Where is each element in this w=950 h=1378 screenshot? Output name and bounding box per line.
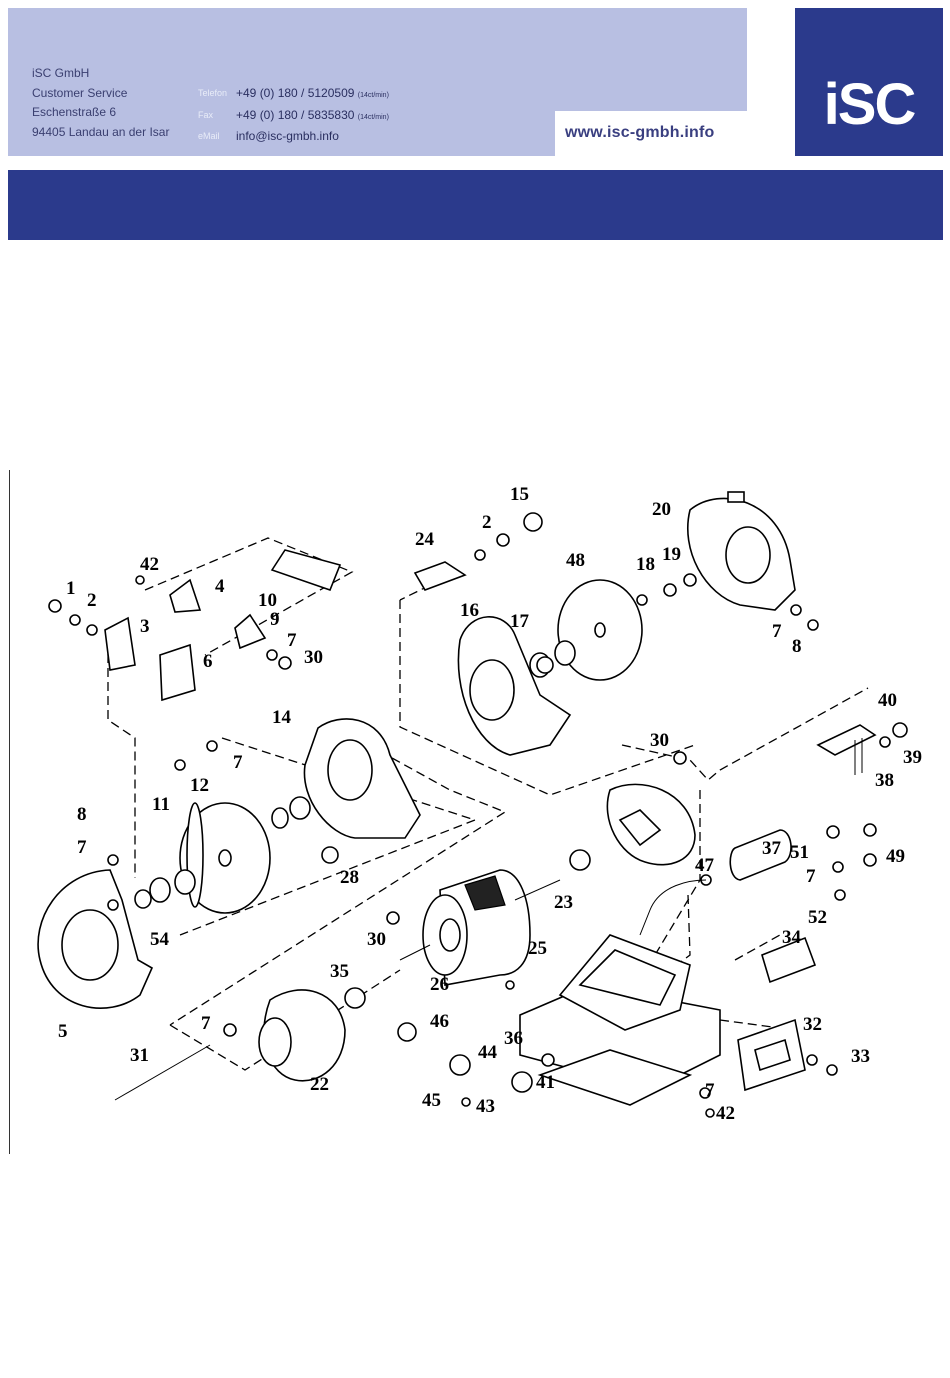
shaft bbox=[114, 1044, 211, 1101]
part-label: 8 bbox=[792, 636, 802, 657]
part-label: 10 bbox=[258, 590, 277, 611]
part-label: 39 bbox=[903, 747, 922, 768]
part-label: 7 bbox=[201, 1013, 211, 1034]
grinding-wheel-right bbox=[529, 579, 643, 681]
part-label: 35 bbox=[330, 961, 349, 982]
fax-number: +49 (0) 180 / 5835830 (14ct/min) bbox=[236, 107, 389, 122]
part-label: 19 bbox=[662, 544, 681, 565]
part-label: 3 bbox=[140, 616, 150, 637]
motor-end-cover-left bbox=[258, 989, 346, 1082]
part-label: 22 bbox=[310, 1074, 329, 1095]
part-label: 14 bbox=[272, 707, 292, 728]
part-label: 51 bbox=[790, 842, 809, 863]
part-label: 42 bbox=[140, 554, 159, 575]
page-rule bbox=[9, 470, 10, 1154]
part-label: 7 bbox=[806, 866, 816, 887]
part-label: 34 bbox=[782, 927, 802, 948]
motor-end-cover-right bbox=[606, 783, 696, 866]
part-label: 2 bbox=[87, 590, 97, 611]
motor-housing bbox=[399, 869, 561, 986]
email-link[interactable]: info@isc-gmbh.info bbox=[236, 129, 339, 143]
isc-logo: iSC bbox=[795, 8, 943, 156]
part-label: 54 bbox=[150, 929, 170, 950]
address-line: iSC GmbH bbox=[32, 66, 90, 80]
part-label: 47 bbox=[695, 855, 715, 876]
part-label: 49 bbox=[886, 846, 905, 867]
part-label: 37 bbox=[762, 838, 782, 859]
contact-label: eMail bbox=[198, 131, 220, 141]
part-label: 17 bbox=[510, 611, 530, 632]
part-label: 38 bbox=[875, 770, 894, 791]
part-label: 7 bbox=[705, 1080, 715, 1101]
part-label: 26 bbox=[430, 974, 449, 995]
logo-text: iSC bbox=[823, 72, 917, 137]
contact-label: Telefon bbox=[198, 88, 228, 98]
header-box: iSC GmbH Customer Service Eschenstraße 6… bbox=[8, 8, 747, 156]
part-label: 5 bbox=[58, 1021, 68, 1042]
part-label: 12 bbox=[190, 775, 209, 796]
part-label: 23 bbox=[554, 892, 573, 913]
part-label: 7 bbox=[772, 621, 782, 642]
part-label: 25 bbox=[528, 938, 547, 959]
part-label: 4 bbox=[215, 576, 225, 597]
part-label: 6 bbox=[203, 651, 213, 672]
switch bbox=[761, 936, 817, 984]
part-label: 1 bbox=[66, 578, 76, 599]
website-box: www.isc-gmbh.info bbox=[555, 111, 747, 156]
part-label: 46 bbox=[430, 1011, 449, 1032]
spark-guards bbox=[104, 549, 467, 702]
part-label: 30 bbox=[367, 929, 386, 950]
part-label: 41 bbox=[536, 1072, 555, 1093]
wheel-cover-left bbox=[271, 718, 421, 839]
part-label: 18 bbox=[636, 554, 655, 575]
title-band bbox=[8, 170, 943, 240]
base-plate bbox=[519, 934, 721, 1106]
part-label: 31 bbox=[130, 1045, 149, 1066]
wheel-guard-left bbox=[37, 869, 154, 1009]
phone-number[interactable]: +49 (0) 180 / 5120509 (14ct/min) bbox=[236, 86, 389, 100]
part-label: 8 bbox=[77, 804, 87, 825]
part-label: 30 bbox=[650, 730, 669, 751]
part-label: 16 bbox=[460, 600, 479, 621]
part-label: 9 bbox=[270, 609, 280, 630]
part-label: 40 bbox=[878, 690, 897, 711]
website-link[interactable]: www.isc-gmbh.info bbox=[565, 124, 715, 141]
contact-block: Telefon +49 (0) 180 / 5120509 (14ct/min)… bbox=[198, 84, 389, 147]
part-label: 7 bbox=[287, 630, 297, 651]
part-label: 7 bbox=[233, 752, 243, 773]
address-line: 94405 Landau an der Isar bbox=[32, 124, 170, 139]
wheel-guard-right bbox=[687, 491, 796, 611]
address-line: Customer Service bbox=[32, 85, 128, 100]
part-label: 2 bbox=[482, 512, 492, 533]
contact-label: Fax bbox=[198, 109, 214, 120]
capacitor bbox=[729, 829, 792, 881]
part-label: 11 bbox=[152, 794, 170, 815]
address-line: Eschenstraße 6 bbox=[32, 105, 117, 119]
part-label: 45 bbox=[422, 1090, 441, 1111]
part-label: 52 bbox=[808, 907, 827, 928]
part-label: 30 bbox=[304, 647, 323, 668]
part-label: 33 bbox=[851, 1046, 870, 1067]
wheel-cover-right bbox=[457, 616, 572, 756]
part-label: 28 bbox=[340, 867, 359, 888]
part-label: 7 bbox=[77, 837, 87, 858]
part-label: 48 bbox=[566, 550, 585, 571]
grinding-wheel-left bbox=[134, 802, 271, 914]
part-label: 43 bbox=[476, 1096, 495, 1117]
part-label: 15 bbox=[510, 484, 529, 505]
mounting-bracket bbox=[816, 724, 877, 775]
part-label: 24 bbox=[415, 529, 435, 550]
hardware bbox=[48, 512, 908, 1118]
part-label: 20 bbox=[652, 499, 671, 520]
part-label: 44 bbox=[478, 1042, 498, 1063]
part-label: 36 bbox=[504, 1028, 523, 1049]
part-labels: 1 2 3 4 42 10 9 7 30 6 8 7 5 54 11 12 7 … bbox=[58, 484, 922, 1124]
company-address: iSC GmbH Customer Service Eschenstraße 6… bbox=[32, 64, 169, 142]
part-label: 42 bbox=[716, 1103, 735, 1124]
part-label: 32 bbox=[803, 1014, 822, 1035]
switch-plate bbox=[737, 1018, 806, 1092]
